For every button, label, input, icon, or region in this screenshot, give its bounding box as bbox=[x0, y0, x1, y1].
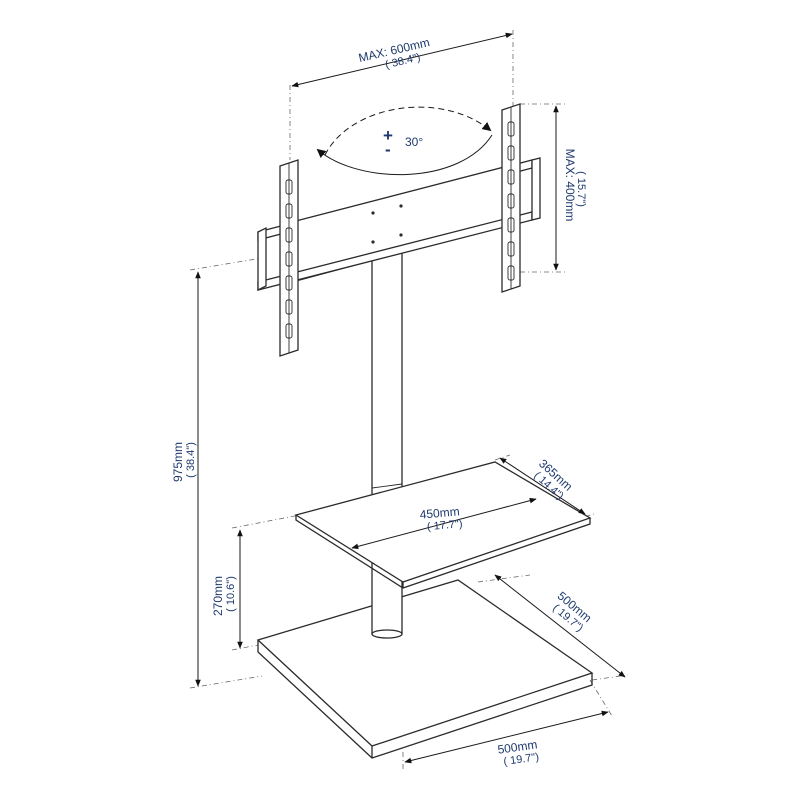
total-height-value: 975mm bbox=[171, 442, 185, 482]
label-height-max: MAX: 400mm ( 15.7") bbox=[563, 149, 587, 222]
dimension-lines bbox=[195, 32, 626, 764]
label-base-depth: 500mm ( 19.7") bbox=[550, 589, 594, 635]
tilt-plus: + bbox=[383, 126, 393, 145]
shelf-height-value: 270mm bbox=[211, 576, 225, 616]
shelf-width-inches: ( 17.7") bbox=[426, 518, 463, 533]
support-column bbox=[371, 251, 403, 639]
label-total-height: 975mm ( 38.4") bbox=[171, 442, 197, 482]
shelf-width-value: 450mm bbox=[419, 504, 460, 521]
label-base-width: 500mm ( 19.7") bbox=[497, 737, 540, 768]
label-tilt: + - 30° bbox=[383, 126, 423, 159]
base-width-value: 500mm bbox=[497, 737, 539, 756]
height-max-inches: ( 15.7") bbox=[575, 171, 587, 207]
tilt-minus: - bbox=[385, 140, 391, 159]
tilt-angle: 30° bbox=[405, 135, 423, 149]
shelf-height-inches: ( 10.6") bbox=[225, 576, 237, 612]
base-width-inches: ( 19.7") bbox=[503, 751, 540, 768]
tilt-indicator bbox=[316, 106, 493, 176]
label-shelf-width: 450mm ( 17.7") bbox=[419, 504, 463, 533]
base-plate bbox=[256, 579, 594, 759]
left-vertical-arm bbox=[279, 159, 299, 357]
label-shelf-height: 270mm ( 10.6") bbox=[211, 576, 237, 616]
right-vertical-arm bbox=[501, 103, 521, 293]
label-width-max: MAX: 600mm ( 38.4") bbox=[357, 35, 431, 71]
height-max-value: MAX: 400mm bbox=[563, 149, 577, 222]
total-height-inches: ( 38.4") bbox=[185, 442, 197, 478]
